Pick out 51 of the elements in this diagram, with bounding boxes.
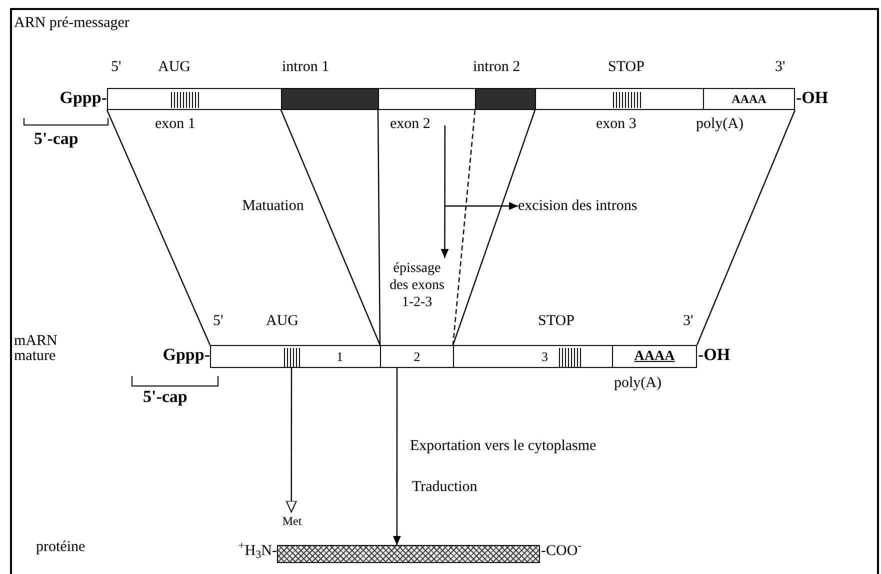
codon-marker [559,348,581,367]
exon-label: exon 3 [596,117,636,132]
end-label: 5' [213,314,224,329]
step-label: Traduction [412,480,478,495]
arrow [286,366,297,512]
connector-line [280,110,381,346]
arrow [440,125,449,258]
codon-label: AUG [158,60,190,75]
cap-label: 5'-cap [143,388,188,405]
codon-marker [613,92,643,108]
arrow [445,202,518,210]
intron-label: intron 2 [473,60,520,75]
cap-label: -OH [796,89,828,106]
arrow [392,368,401,545]
row-label: protéine [36,540,86,555]
process-label: excision des introns [518,196,728,216]
exon-label: exon 2 [390,117,430,132]
connector-line [452,110,536,346]
connector-line [452,110,476,346]
intron-label: intron 1 [282,60,330,75]
cap-label: -OH [698,346,730,363]
cap-label: 5'-cap [34,130,78,147]
intron-segment [281,89,378,109]
codon-label: AUG [266,314,298,329]
codon-marker [284,348,301,367]
title-label: ARN pré-messager [14,16,130,31]
end-label: 3' [683,314,694,329]
rna-strand [210,345,697,368]
rna-strand [107,88,795,110]
codon-label: STOP [608,60,644,75]
cap-label: Gppp- [60,89,107,106]
connector-line [106,110,211,346]
codon-label: STOP [538,314,574,329]
terminus-label: $^{+}$H$_{3}$N- [238,544,277,559]
step-label: Exportation vers le cytoplasme [410,439,596,454]
connector-line [696,110,796,346]
end-label: 5' [111,60,122,75]
cap-label: Gppp- [162,346,210,363]
terminus-label: -COO$^{-}$ [541,544,582,559]
process-label: épissage des exons 1-2-3 [384,258,450,312]
codon-marker [171,92,199,108]
protein-chain [277,545,540,563]
exon-label: exon 1 [155,117,196,132]
amino-acid-label: Met [276,512,308,530]
row-label: mARN mature [14,334,58,364]
tail-label: poly(A) [696,117,744,132]
tail-label: poly(A) [614,376,662,391]
end-label: 3' [775,60,786,75]
intron-segment [475,89,535,109]
process-label: Matuation [230,196,316,216]
connector-line [377,110,381,345]
